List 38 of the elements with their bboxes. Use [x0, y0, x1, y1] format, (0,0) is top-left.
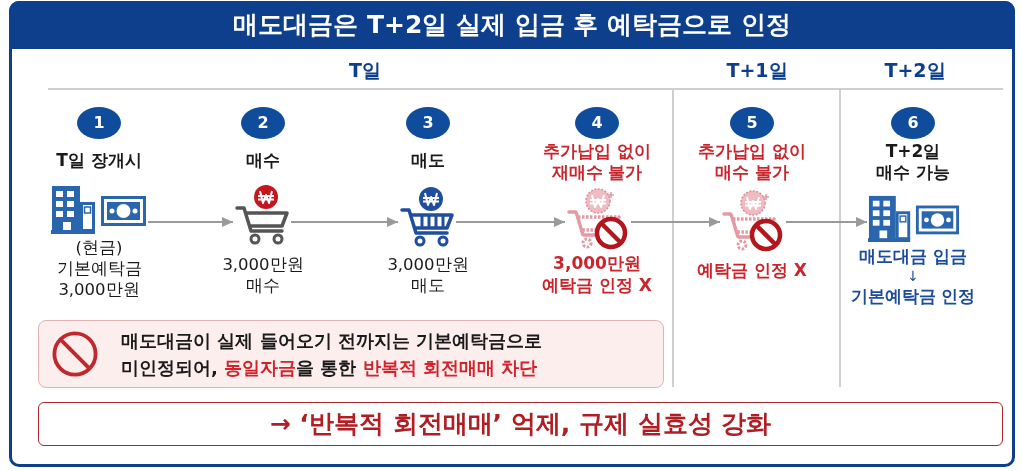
shopping-cart-icon [234, 184, 290, 246]
step-caption: 예탁금 인정 X [696, 259, 808, 281]
step-heading: 추가납입 없이 매수 불가 [697, 141, 807, 183]
warning-text: 매도대금이 실제 들어오기 전까지는 기본예탁금으로 미인정되어, 동일자금을 통한 반복적 회전매매 차단 [121, 329, 544, 380]
shopping-cart-icon [399, 186, 455, 248]
blocked-cart-icon [566, 188, 630, 250]
number-badge: 2 [241, 107, 285, 139]
number-badge: 1 [77, 107, 121, 139]
step-caption: 3,000만원 매도 [386, 254, 470, 296]
step-heading: T+2일 매수 가능 [875, 141, 951, 183]
building-banknote-icon [868, 194, 960, 242]
number-badge: 5 [730, 107, 774, 139]
arrow [785, 217, 868, 227]
blocked-cart-icon [721, 190, 785, 252]
arrow [290, 217, 399, 227]
step-caption: 3,000만원 매수 [221, 254, 305, 296]
column-heading: T+1일 [725, 58, 789, 83]
step-heading: 추가납입 없이 재매수 불가 [542, 141, 652, 183]
step-caption: 매도대금 입금 [858, 246, 968, 267]
step-heading: 매수 [245, 150, 281, 171]
column-heading: T+2일 [883, 58, 947, 83]
step-heading: 매도 [410, 150, 446, 171]
arrow [147, 217, 234, 227]
arrow [455, 217, 566, 227]
arrow [630, 217, 721, 227]
number-badge: 4 [575, 107, 619, 139]
down-arrow: ↓ [906, 267, 920, 285]
building-banknote-icon [51, 184, 147, 234]
number-badge: 3 [406, 107, 450, 139]
conclusion-box: → ‘반복적 회전매매’ 억제, 규제 실효성 강화 [38, 402, 1003, 446]
warning-box [38, 320, 664, 388]
column-heading: T일 [348, 58, 382, 83]
step-caption: (현금) 기본예탁금 3,000만원 [55, 237, 143, 300]
step-heading: T일 장개시 [55, 150, 143, 171]
step-caption: 기본예탁금 인정 [849, 286, 977, 307]
step-caption: 3,000만원 예탁금 인정 X [541, 252, 653, 296]
number-badge: 6 [891, 107, 935, 139]
title-band: 매도대금은 T+2일 실제 입금 후 예탁금으로 인정 [9, 1, 1015, 49]
